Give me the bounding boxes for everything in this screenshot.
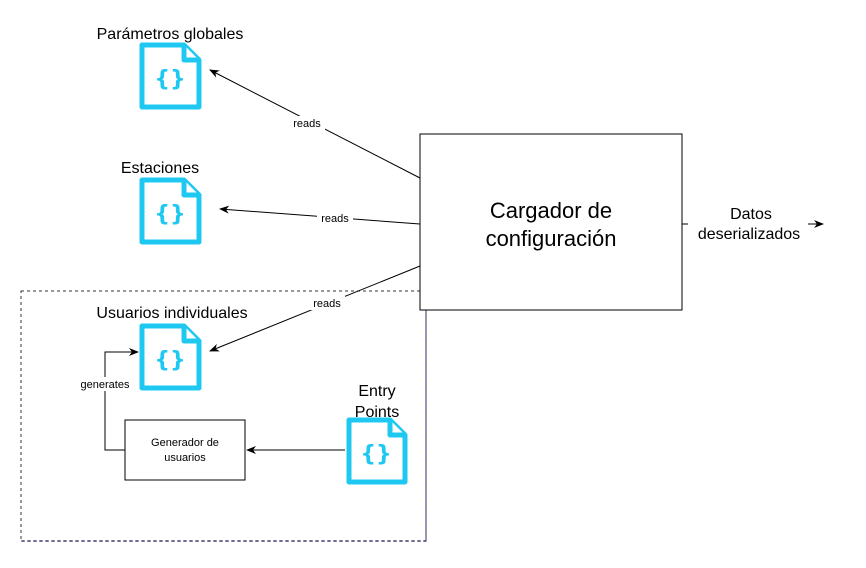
edge-label-generates: generates <box>81 379 130 391</box>
output-label-bg <box>688 204 808 244</box>
output-label-line1: Datos <box>730 206 772 223</box>
entry-points-label-line1: Entry <box>358 383 395 400</box>
edge-label-bg <box>309 296 345 310</box>
output-label-line2: deserializados <box>698 226 800 243</box>
edge-label-reads-estaciones: reads <box>321 213 349 225</box>
entry-points-json-icon: {} <box>346 417 408 485</box>
entry-points-label-line2: Points <box>355 404 399 421</box>
edge-label-reads-usuarios: reads <box>313 298 341 310</box>
estaciones-json-icon: {} <box>139 177 202 245</box>
edge-generates <box>104 348 139 451</box>
generador-label-line2: usuarios <box>164 452 206 464</box>
json-braces-icon: {} <box>154 67 185 92</box>
generador-label-line1: Generador de <box>151 437 219 449</box>
cargador-configuracion-box <box>419 133 683 311</box>
json-braces-icon: {} <box>154 348 185 373</box>
usuarios-individuales-json-icon: {} <box>139 323 202 391</box>
user-generation-group <box>20 290 427 542</box>
edge-label-bg <box>74 377 136 391</box>
json-braces-icon: {} <box>360 442 391 467</box>
cargador-label-line2: configuración <box>486 226 617 251</box>
estaciones-label: Estaciones <box>121 160 199 177</box>
json-braces-icon: {} <box>154 202 185 227</box>
parametros-globales-json-icon: {} <box>139 42 202 110</box>
parametros-globales-label: Parámetros globales <box>97 26 244 43</box>
edge-label-bg <box>317 211 353 225</box>
cargador-label-line1: Cargador de <box>490 198 612 223</box>
edge-label-bg <box>289 116 325 130</box>
usuarios-individuales-label: Usuarios individuales <box>96 305 247 322</box>
generador-usuarios-box <box>124 419 246 481</box>
edge-label-reads-parametros: reads <box>293 118 321 130</box>
